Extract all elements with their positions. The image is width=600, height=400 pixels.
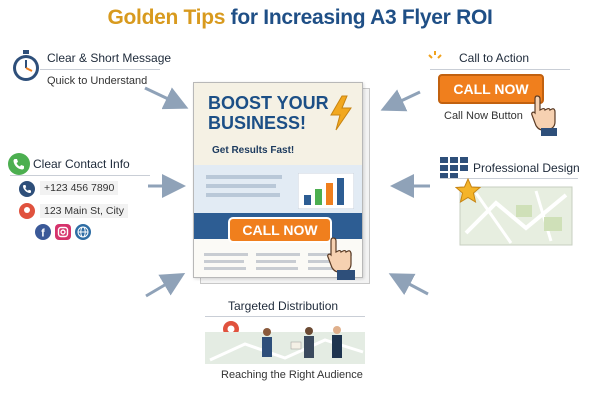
lightning-icon: [328, 95, 354, 136]
map-thumbnail-icon: [456, 183, 574, 252]
contact-phone: +123 456 7890: [40, 181, 119, 195]
flyer-call-now-button[interactable]: CALL NOW: [228, 217, 332, 243]
arrow-top-right: [380, 89, 421, 112]
arrow-bottom-right: [388, 273, 429, 296]
location-pin-icon: [19, 203, 35, 226]
flyer-headline: BOOST YOUR BUSINESS!: [208, 93, 329, 133]
arrow-bottom-left: [145, 272, 186, 298]
divider: [430, 69, 570, 70]
flyer-headline-line2: BUSINESS!: [208, 113, 307, 133]
flyer-mockup: BOOST YOUR BUSINESS! Get Results Fast! C…: [193, 82, 363, 278]
svg-text:f: f: [41, 228, 45, 240]
phone-small-icon: [19, 181, 35, 202]
bar-chart-icon: [297, 172, 355, 214]
tip-cta-title: Call to Action: [459, 51, 530, 65]
tip-clear-message-subtitle: Quick to Understand: [47, 75, 148, 87]
tip-clear-message-title: Clear & Short Message: [47, 51, 172, 65]
call-now-button[interactable]: CALL NOW: [438, 74, 544, 104]
page-title: Golden Tips for Increasing A3 Flyer ROI: [0, 6, 600, 30]
divider: [440, 178, 578, 179]
flyer-tagline: Get Results Fast!: [212, 145, 295, 156]
title-rest: for Increasing A3 Flyer ROI: [225, 6, 493, 29]
web-icon: [75, 224, 91, 245]
contact-address: 123 Main St, City: [40, 204, 128, 218]
title-highlight: Golden Tips: [107, 6, 226, 29]
distribution-illustration-icon: [205, 322, 365, 371]
tip-cta-subtitle: Call Now Button: [444, 110, 523, 122]
tip-contact-title: Clear Contact Info: [33, 157, 130, 171]
flyer-text-lines: [206, 175, 284, 210]
flyer-header: [194, 83, 362, 167]
arrow-top-left: [144, 86, 189, 110]
pointing-hand-icon: [527, 92, 571, 141]
facebook-icon: f: [35, 224, 51, 245]
tip-distribution-title: Targeted Distribution: [228, 299, 339, 313]
grid-icon: [440, 157, 468, 184]
divider: [205, 316, 365, 317]
sparkle-icon: [427, 50, 443, 71]
stopwatch-icon: [10, 49, 42, 88]
tip-design-title: Professional Design: [473, 161, 580, 175]
instagram-icon: [55, 224, 71, 245]
star-badge-icon: [454, 177, 482, 209]
tip-distribution-subtitle: Reaching the Right Audience: [221, 369, 363, 381]
divider: [40, 69, 160, 70]
phone-icon: [8, 153, 30, 180]
flyer-pointing-hand-icon: [323, 234, 367, 287]
flyer-headline-line1: BOOST YOUR: [208, 93, 329, 113]
divider: [10, 175, 150, 176]
